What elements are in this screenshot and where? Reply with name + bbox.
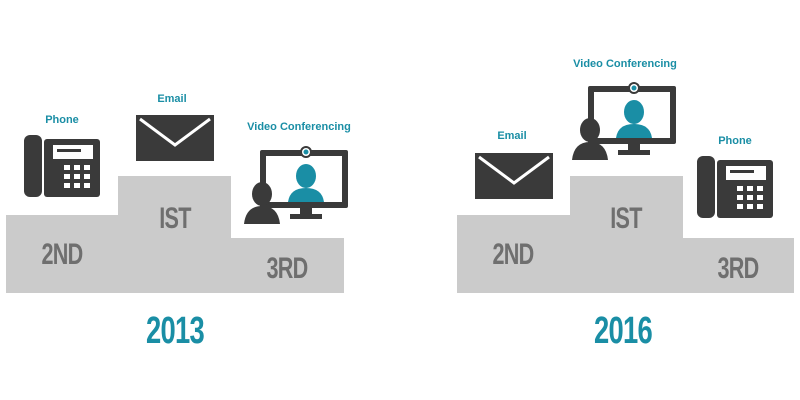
- envelope-icon: [475, 153, 553, 199]
- rank-first-label: IST: [159, 202, 191, 235]
- panel-2016: 2ND IST 3RD Email Video Conferencing Pho…: [400, 0, 800, 400]
- item-label-second: Email: [497, 130, 527, 142]
- year-label: 2013: [145, 310, 205, 352]
- video-conference-icon: [572, 82, 676, 160]
- rank-third-label: 3RD: [717, 252, 759, 285]
- rank-second-label: 2ND: [41, 238, 83, 271]
- desk-phone-icon: [24, 135, 100, 197]
- step-third-place: [231, 238, 344, 293]
- rank-first-label: IST: [610, 202, 642, 235]
- step-second-place: [457, 215, 570, 293]
- rank-second-label: 2ND: [492, 238, 534, 271]
- step-first-place: [570, 176, 683, 293]
- item-label-third: Video Conferencing: [247, 121, 351, 133]
- step-third-place: [683, 238, 794, 293]
- item-label-third: Phone: [718, 135, 752, 147]
- year-label: 2016: [593, 310, 653, 352]
- envelope-icon: [136, 115, 214, 161]
- rank-third-label: 3RD: [266, 252, 308, 285]
- desk-phone-icon: [697, 156, 773, 218]
- video-conference-icon: [244, 146, 348, 224]
- panel-2013: 2ND IST 3RD Phone Email Video Conferenci…: [6, 93, 351, 352]
- item-label-first: Email: [157, 93, 187, 105]
- step-first-place: [118, 176, 231, 293]
- step-second-place: [6, 215, 118, 293]
- item-label-second: Phone: [45, 114, 79, 126]
- item-label-first: Video Conferencing: [573, 58, 677, 70]
